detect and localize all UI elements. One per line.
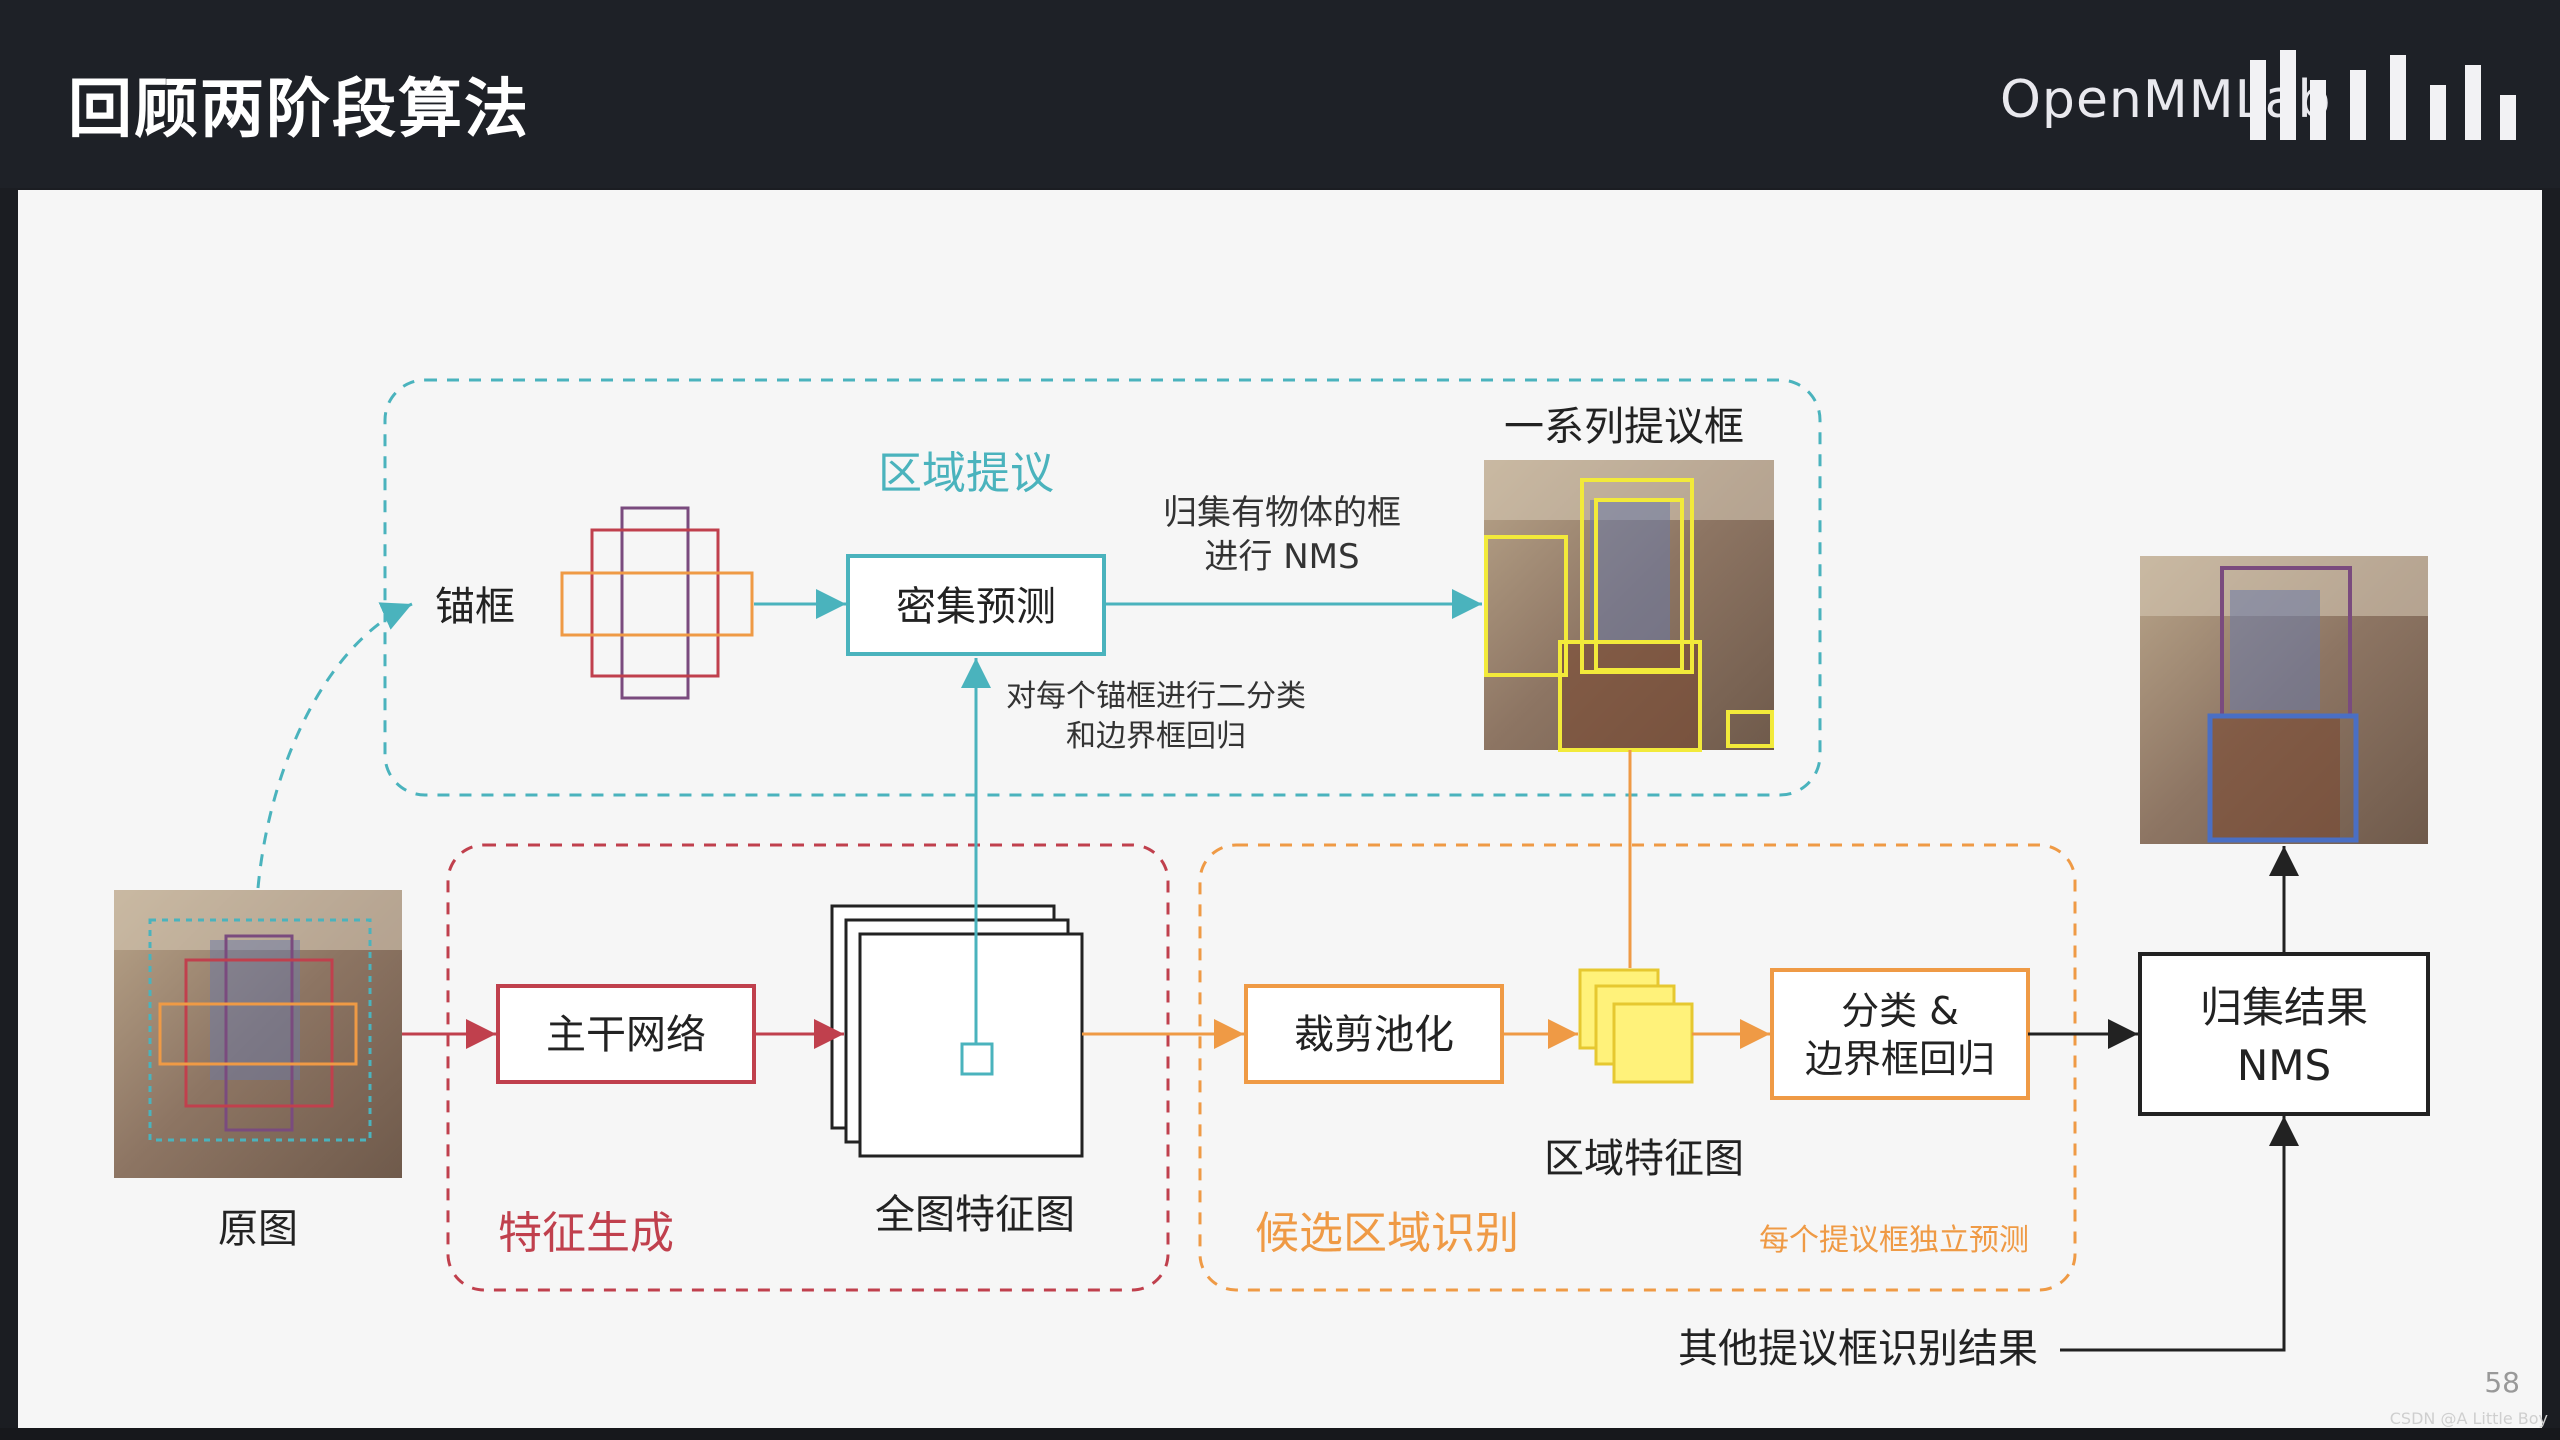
region-feature-map-label: 区域特征图 <box>1544 1136 1744 1182</box>
crop-pool-box <box>1244 984 1504 1084</box>
merge-nms-box <box>2138 952 2430 1116</box>
independent-prediction-note: 每个提议框独立预测 <box>1759 1223 2029 1258</box>
arrow-original-to-anchor <box>256 602 413 889</box>
anchor-note-line2: 和边界框回归 <box>1066 719 1246 754</box>
candidate-recognition-title: 候选区域识别 <box>1255 1208 1519 1259</box>
full-feature-map-label: 全图特征图 <box>875 1192 1075 1238</box>
anchor-boxes-icon <box>560 506 754 700</box>
csdn-watermark: CSDN @A Little Boy <box>2390 1409 2548 1428</box>
proposals-label: 一系列提议框 <box>1504 404 1744 450</box>
dense-prediction-text: 密集预测 <box>896 584 1056 630</box>
backbone-text: 主干网络 <box>546 1012 706 1058</box>
proposals-image <box>1484 460 1774 752</box>
slide-title: 回顾两阶段算法 <box>68 73 530 147</box>
slide-canvas <box>18 190 2542 1428</box>
feature-generation-title: 特征生成 <box>498 1208 674 1259</box>
region-proposal-group <box>383 378 1822 797</box>
candidate-recognition-group <box>1198 843 2077 1292</box>
region-feature-map-icon <box>1578 968 1694 1084</box>
cls-reg-text-line1: 分类 & <box>1841 989 1959 1033</box>
arrow-other-to-merge <box>2060 1116 2299 1352</box>
original-image <box>114 890 402 1178</box>
anchor-label: 锚框 <box>435 584 515 630</box>
merge-nms-text-line2: NMS <box>2237 1041 2331 1090</box>
anchor-note-line1: 对每个锚框进行二分类 <box>1006 679 1306 714</box>
dense-prediction-box <box>846 554 1106 656</box>
other-results-label: 其他提议框识别结果 <box>1678 1326 2038 1372</box>
bottom-bar <box>0 1428 2560 1440</box>
full-feature-map-icon <box>830 904 1084 1158</box>
region-proposal-title: 区域提议 <box>878 448 1054 499</box>
crop-pool-text: 裁剪池化 <box>1294 1012 1454 1058</box>
nms-note-line2: 进行 NMS <box>1204 537 1359 577</box>
cls-reg-text-line2: 边界框回归 <box>1805 1037 1995 1081</box>
bilibili-logo-icon <box>2250 50 2516 140</box>
page-number: 58 <box>2484 1366 2520 1399</box>
feature-generation-group <box>446 843 1170 1292</box>
original-image-label: 原图 <box>218 1206 298 1252</box>
final-result-image <box>2140 556 2428 844</box>
nms-note-line1: 归集有物体的框 <box>1163 493 1401 533</box>
merge-nms-text-line1: 归集结果 <box>2200 983 2368 1032</box>
openmmlab-logo: OpenMMLab <box>2000 70 2332 130</box>
backbone-box <box>496 984 756 1084</box>
header-bar: 回顾两阶段算法 OpenMMLab <box>0 0 2560 188</box>
